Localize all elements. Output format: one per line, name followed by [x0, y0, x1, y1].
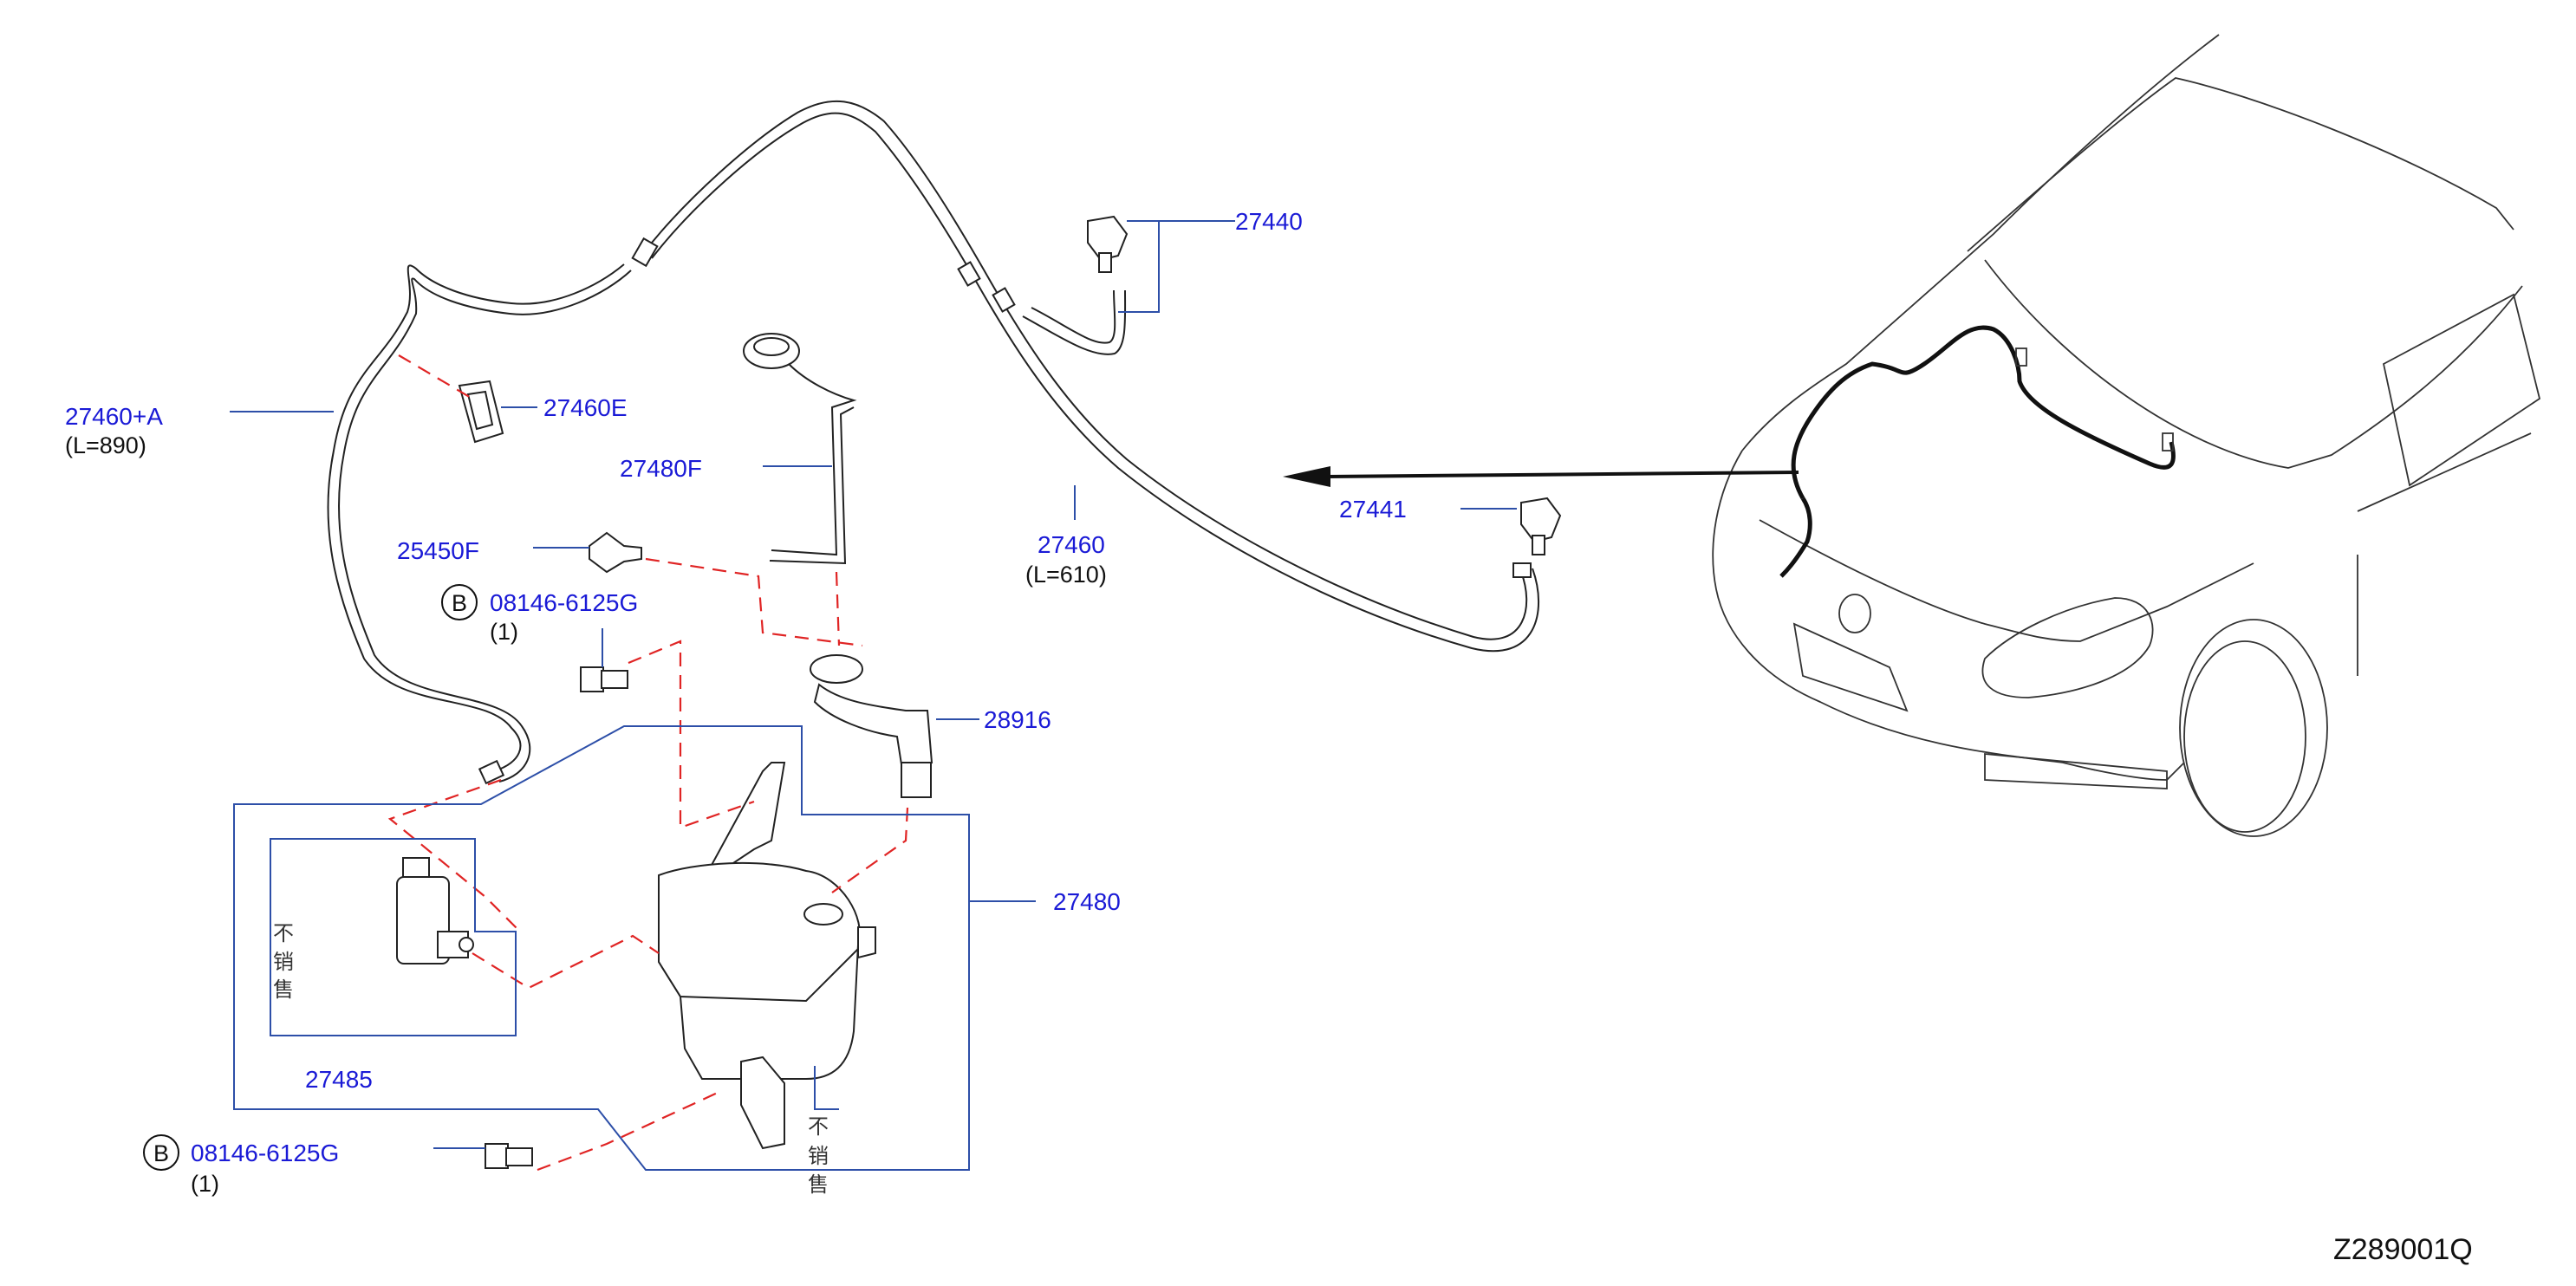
clip-27460E [458, 380, 504, 444]
car-outline [1283, 34, 2541, 837]
label-27441: 27441 [1339, 496, 1407, 523]
not-sold-2-char3: 售 [808, 1172, 829, 1197]
bolt-1 [580, 666, 628, 692]
tank-27480 [658, 762, 876, 1150]
bolt2-badge-circle [143, 1134, 179, 1171]
clip-25450F [589, 531, 642, 574]
bolt1-badge: B [452, 590, 467, 616]
not-sold-1-char3: 售 [273, 977, 294, 1002]
bolt1-badge-circle [441, 584, 478, 620]
filler-neck-28916 [810, 654, 933, 798]
dashed-links [387, 354, 909, 1172]
label-27460: 27460 [1038, 531, 1105, 558]
hose-27460A [327, 263, 632, 785]
label-27480F: 27480F [620, 455, 702, 482]
not-sold-1-char2: 销 [273, 950, 294, 974]
label-bolt2: 08146-6125G [191, 1140, 339, 1166]
not-sold-2-char1: 不 [808, 1114, 829, 1139]
leader-lines [230, 220, 1517, 1171]
label-27460A-length: (L=890) [65, 432, 146, 458]
not-sold-1-char1: 不 [273, 921, 294, 945]
label-27440: 27440 [1235, 208, 1303, 235]
diagram-code: Z289001Q [2333, 1233, 2473, 1266]
label-27480: 27480 [1053, 888, 1121, 915]
tank-assembly-box [233, 725, 970, 1171]
label-27460A: 27460+A [65, 403, 163, 430]
filler-tube-27480F [743, 333, 857, 565]
label-27460-length: (L=610) [1025, 562, 1107, 588]
labels: 27460+A (L=890) 27460E 27480F 25450F B 0… [65, 208, 2473, 1266]
label-25450F: 25450F [397, 537, 479, 564]
nozzle-27440 [1087, 215, 1129, 273]
label-27460E: 27460E [543, 394, 628, 421]
bolt-2 [485, 1143, 533, 1169]
hose-27460 [631, 100, 1539, 653]
pump-27485 [396, 857, 474, 964]
label-27485: 27485 [305, 1066, 373, 1093]
label-bolt2-qty: (1) [191, 1171, 219, 1197]
label-bolt1-qty: (1) [490, 619, 518, 645]
pump-box [270, 838, 517, 1036]
nozzle-27441 [1520, 497, 1562, 555]
bolt2-badge: B [153, 1140, 169, 1166]
label-28916: 28916 [984, 706, 1051, 733]
label-bolt1: 08146-6125G [490, 589, 638, 616]
hose-short [1031, 289, 1116, 344]
not-sold-2-char2: 销 [808, 1144, 829, 1168]
